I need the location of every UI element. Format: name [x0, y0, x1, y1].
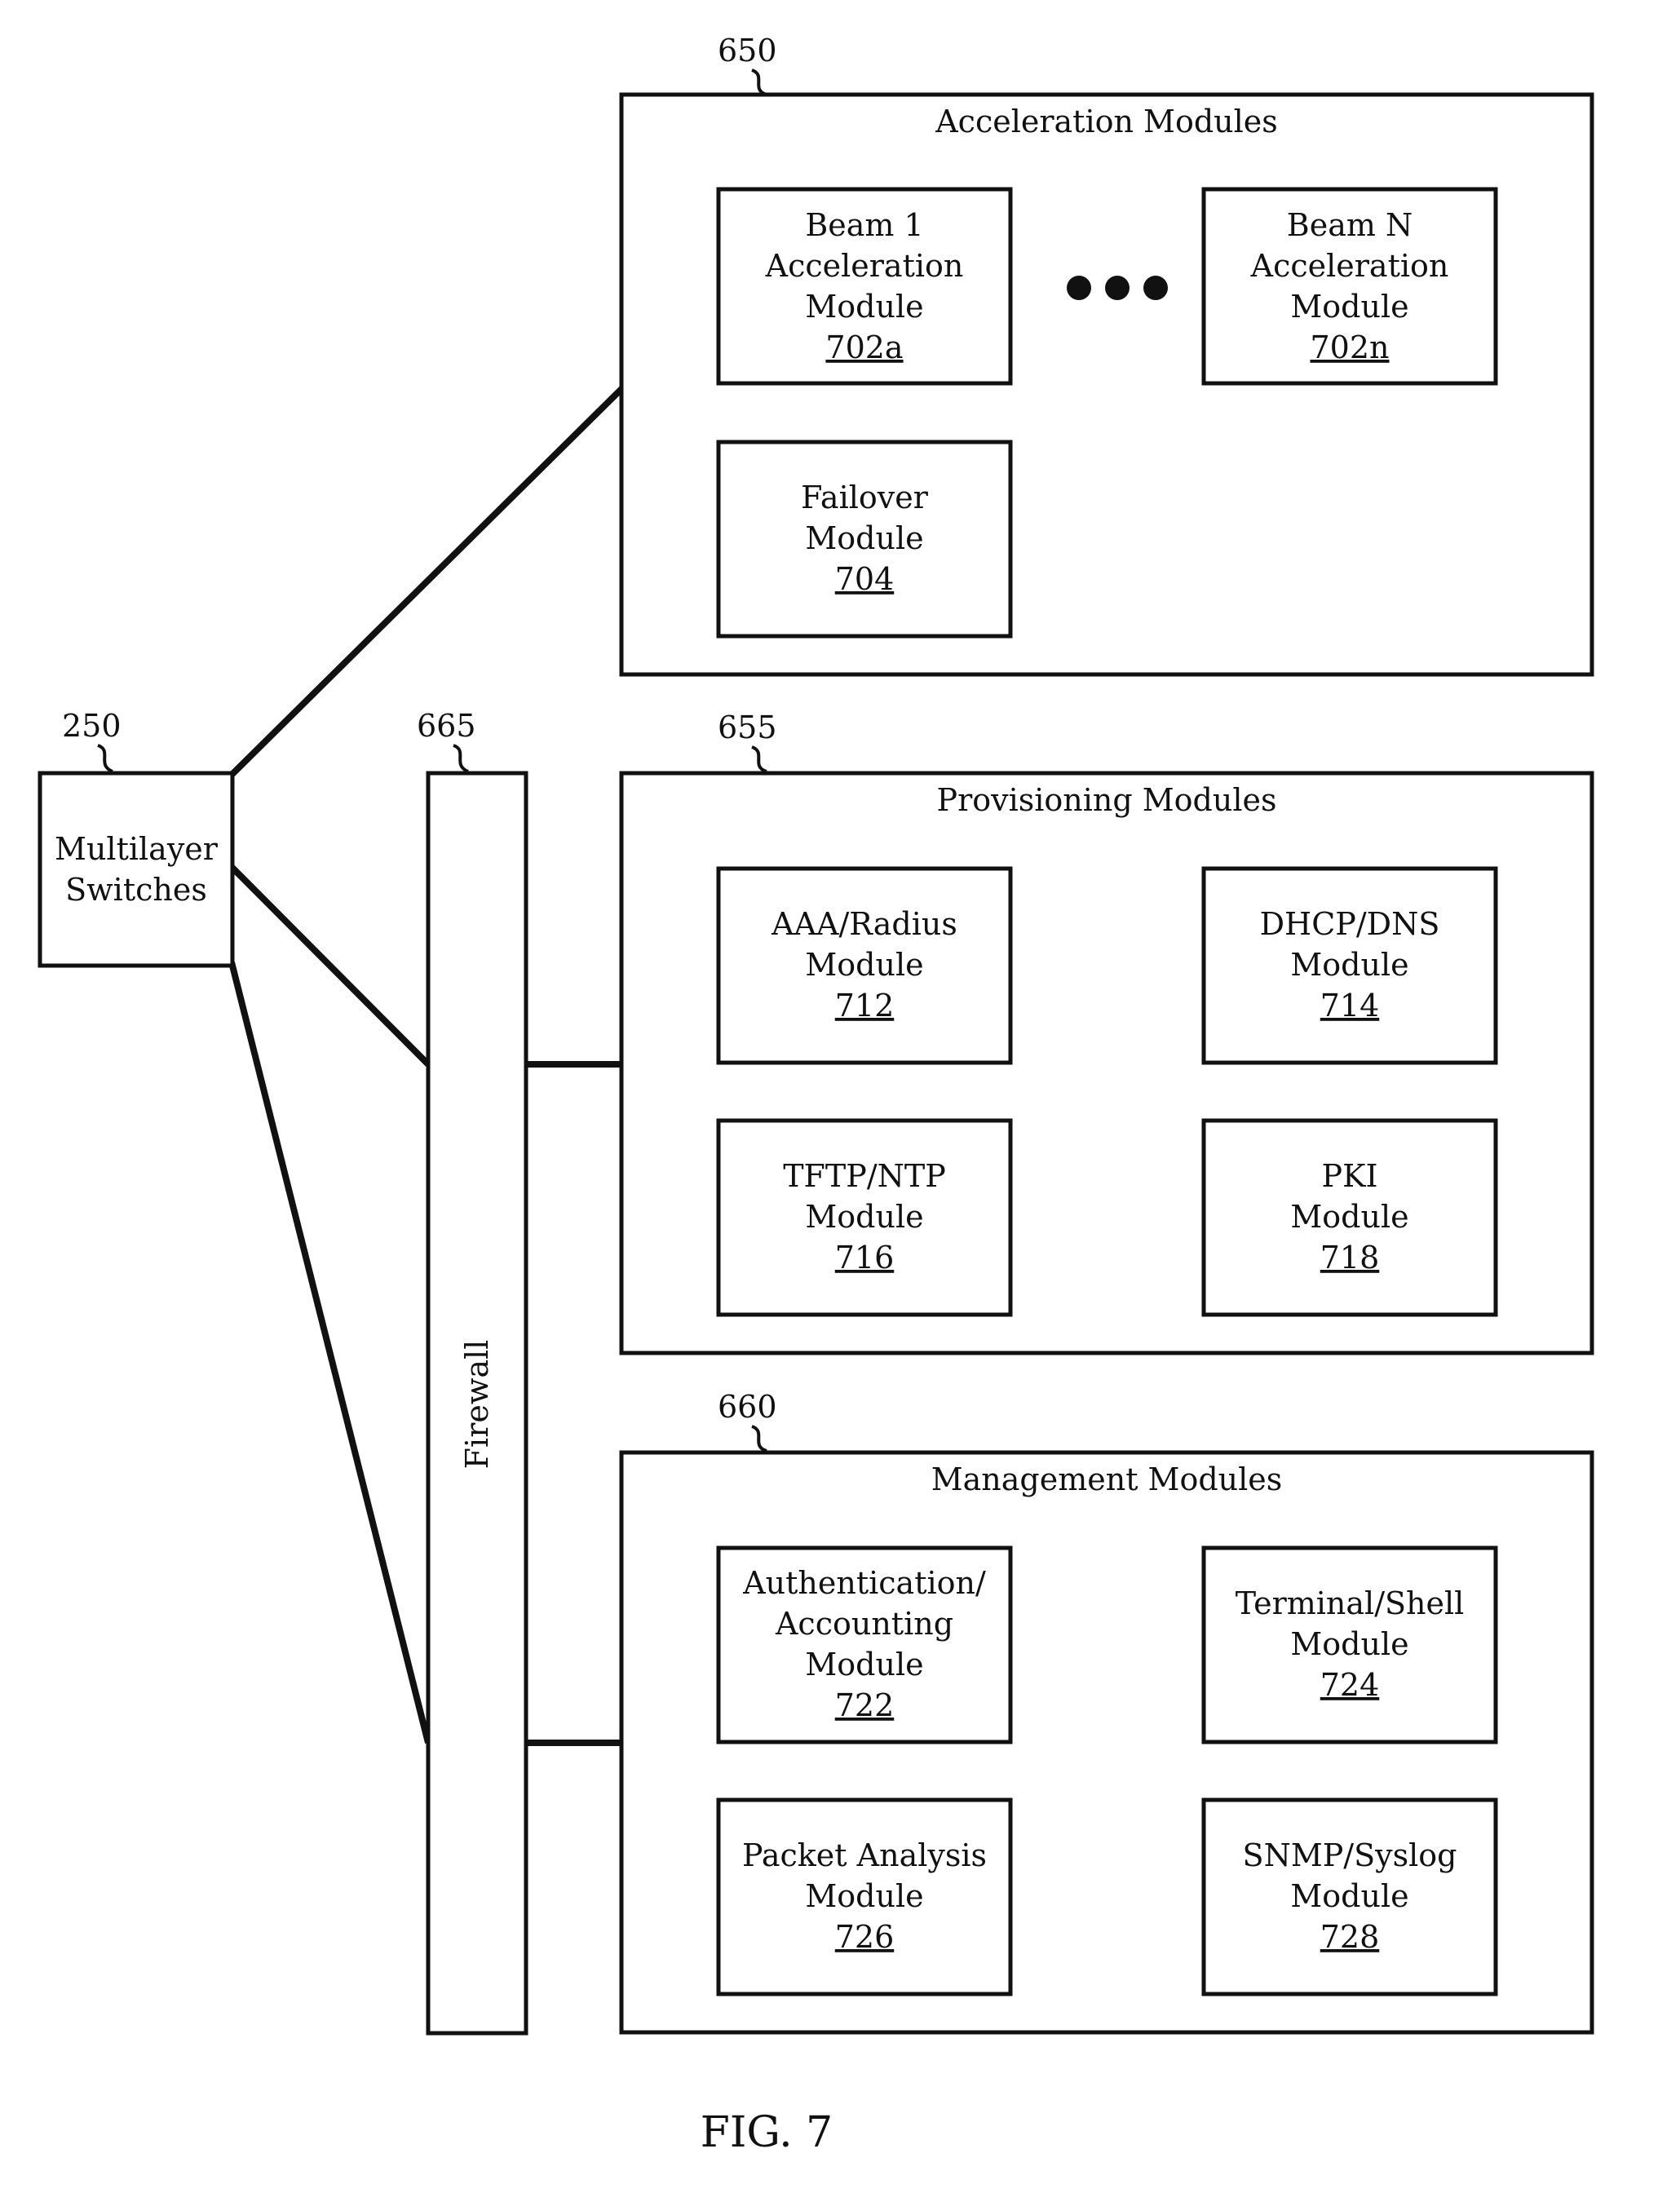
- packet-reference: 726: [835, 1919, 895, 1955]
- provisioning-leader-squiggle: [751, 745, 767, 773]
- svg-text:SNMP/Syslog: SNMP/Syslog: [1243, 1837, 1457, 1873]
- svg-text:Module: Module: [805, 1647, 923, 1682]
- firewall-reference-number: 665: [417, 708, 476, 744]
- acceleration-reference-number: 650: [718, 33, 777, 69]
- pki-reference: 718: [1320, 1240, 1380, 1276]
- beam-n-reference: 702n: [1310, 329, 1389, 365]
- management-reference-number: 660: [718, 1389, 777, 1425]
- beam-n-acceleration-module: Beam N Acceleration Module 702n: [1201, 187, 1498, 386]
- failover-module: Failover Module 704: [716, 440, 1013, 639]
- terminal-reference: 724: [1320, 1667, 1380, 1703]
- switches-label-line-1: Multilayer: [55, 831, 219, 867]
- beam-1-reference: 702a: [825, 329, 903, 365]
- svg-text:DHCP/DNS: DHCP/DNS: [1260, 906, 1440, 942]
- aaa-reference: 712: [835, 988, 895, 1024]
- multilayer-switches-node: 250 Multilayer Switches: [38, 708, 235, 968]
- tftp-reference: 716: [835, 1240, 895, 1276]
- svg-text:Packet Analysis: Packet Analysis: [742, 1837, 987, 1873]
- firewall-box: [426, 771, 528, 2036]
- svg-text:Authentication/: Authentication/: [742, 1565, 986, 1601]
- svg-text:Module: Module: [1290, 1199, 1408, 1235]
- svg-text:Beam 1: Beam 1: [805, 207, 923, 243]
- svg-text:AAA/Radius: AAA/Radius: [771, 906, 957, 942]
- multilayer-switches-box: [38, 771, 235, 968]
- svg-text:Acceleration: Acceleration: [1250, 248, 1449, 284]
- dhcp-reference: 714: [1320, 988, 1380, 1024]
- tftp-ntp-module: TFTP/NTP Module 716: [716, 1118, 1013, 1317]
- svg-text:Module: Module: [1290, 289, 1408, 325]
- svg-text:Terminal/Shell: Terminal/Shell: [1236, 1585, 1465, 1621]
- svg-text:Acceleration: Acceleration: [765, 248, 964, 284]
- acceleration-modules-group: 650 Acceleration Modules Beam 1 Accelera…: [619, 33, 1594, 677]
- beam-1-acceleration-module: Beam 1 Acceleration Module 702a: [716, 187, 1013, 386]
- aaa-radius-module: AAA/Radius Module 712: [716, 866, 1013, 1065]
- management-modules-group: 660 Management Modules Authentication/ A…: [619, 1389, 1594, 2035]
- svg-text:Module: Module: [1290, 1626, 1408, 1662]
- provisioning-reference-number: 655: [718, 710, 777, 745]
- svg-text:Module: Module: [805, 289, 923, 325]
- firewall-leader-squiggle: [453, 744, 469, 773]
- connector-switches-firewall-lower: [228, 962, 431, 1744]
- switches-reference-number: 250: [62, 708, 122, 744]
- provisioning-modules-title: Provisioning Modules: [937, 782, 1277, 818]
- svg-text:Module: Module: [805, 520, 923, 556]
- acceleration-modules-title: Acceleration Modules: [935, 104, 1278, 139]
- snmp-reference: 728: [1320, 1919, 1380, 1955]
- firewall-node: 665 Firewall: [417, 708, 528, 2036]
- connector-switches-firewall-upper: [229, 864, 431, 1067]
- svg-text:TFTP/NTP: TFTP/NTP: [783, 1158, 946, 1194]
- svg-text:Beam N: Beam N: [1287, 207, 1413, 243]
- svg-text:Failover: Failover: [801, 480, 929, 515]
- auth-reference: 722: [835, 1687, 895, 1723]
- pki-module: PKI Module 718: [1201, 1118, 1498, 1317]
- provisioning-modules-group: 655 Provisioning Modules AAA/Radius Modu…: [619, 710, 1594, 1355]
- snmp-syslog-module: SNMP/Syslog Module 728: [1201, 1797, 1498, 1996]
- failover-reference: 704: [835, 561, 895, 597]
- svg-text:PKI: PKI: [1322, 1158, 1378, 1194]
- firewall-label: Firewall: [459, 1340, 495, 1470]
- terminal-shell-module: Terminal/Shell Module 724: [1201, 1545, 1498, 1744]
- authentication-accounting-module: Authentication/ Accounting Module 722: [716, 1545, 1013, 1744]
- svg-text:Module: Module: [805, 1199, 923, 1235]
- svg-text:Module: Module: [1290, 1878, 1408, 1914]
- packet-analysis-module: Packet Analysis Module 726: [716, 1797, 1013, 1996]
- acceleration-leader-squiggle: [751, 69, 767, 96]
- management-leader-squiggle: [751, 1425, 767, 1452]
- svg-text:Module: Module: [1290, 947, 1408, 983]
- switches-leader-squiggle: [97, 744, 113, 773]
- dhcp-dns-module: DHCP/DNS Module 714: [1201, 866, 1498, 1065]
- svg-text:Accounting: Accounting: [775, 1606, 953, 1642]
- management-modules-title: Management Modules: [931, 1461, 1283, 1497]
- ellipsis-dots: [1067, 276, 1168, 300]
- connector-switches-acceleration: [229, 382, 628, 777]
- switches-label-line-2: Switches: [65, 872, 207, 908]
- svg-text:Module: Module: [805, 1878, 923, 1914]
- figure-label: FIG. 7: [701, 2108, 833, 2157]
- svg-text:Module: Module: [805, 947, 923, 983]
